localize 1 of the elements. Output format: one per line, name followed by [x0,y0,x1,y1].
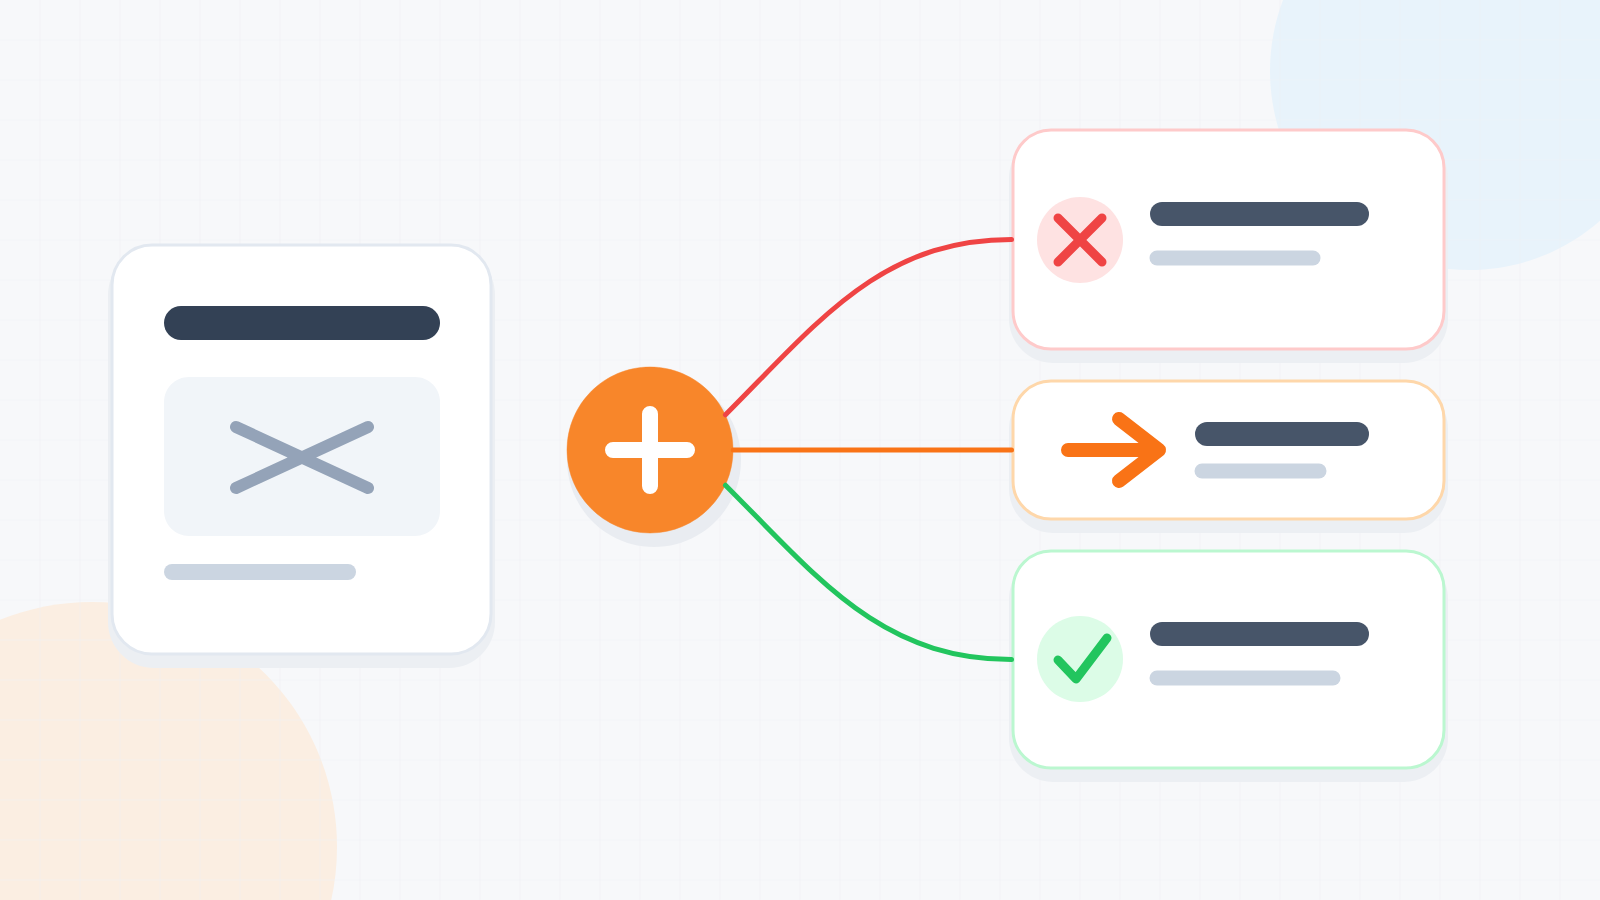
plus-circle [566,366,734,534]
